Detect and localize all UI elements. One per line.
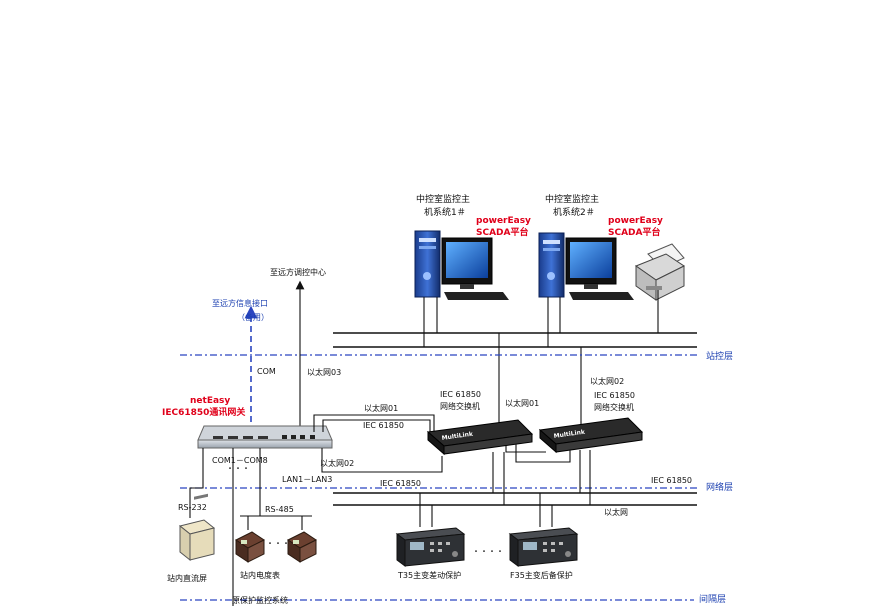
remote-backup-label: （备用） <box>237 312 269 322</box>
t35-label: T35主变差动保护 <box>397 570 461 580</box>
ethernet-03-label: 以太网03 <box>307 367 341 377</box>
iec-61850-network-right-label: IEC 61850 <box>651 476 692 485</box>
ethernet-001-label: 以太网01 <box>364 403 398 413</box>
ethernet-02-top-label: 以太网02 <box>590 376 624 386</box>
iec-61850-link-label: IEC 61850 <box>363 421 404 430</box>
meter-icon <box>287 531 317 563</box>
rs485-label: RS-485 <box>265 505 294 514</box>
f35-label: F35主变后备保护 <box>510 570 573 580</box>
remote-info-interface-label: 至远方信息接口 <box>212 298 268 308</box>
meters-label: 站内电度表 <box>240 570 280 580</box>
computer-tower-icon <box>414 230 441 298</box>
station-layer-label: 站控层 <box>706 350 733 362</box>
host-computer-1: 中控室监控主 机系统1＃ powerEasy SCADA平台 <box>414 193 531 300</box>
meter-icon <box>235 531 265 563</box>
relay-dots: ・・・・ <box>472 547 504 556</box>
host-1-platform-line2: SCADA平台 <box>476 226 529 238</box>
dc-screen: RS-232 站内直流屏 <box>167 448 216 583</box>
network-layer-label: 网络层 <box>706 481 733 493</box>
monitor-icon <box>441 237 493 289</box>
network-bus: IEC 61850 IEC 61850 以太网 <box>333 450 697 527</box>
host-2-platform-line1: powerEasy <box>608 216 663 226</box>
host-computer-2: 中控室监控主 机系统2＃ powerEasy SCADA平台 <box>538 193 663 300</box>
switch-2-line1: IEC 61850 <box>594 391 635 400</box>
remote-control-center-label: 至远方调控中心 <box>270 267 326 277</box>
gateway-lan-label: LAN1－LAN3 <box>282 475 332 484</box>
relay-icon <box>395 527 466 567</box>
ethernet-01-label: 以太网01 <box>505 398 539 408</box>
meter-dots: ・・・・ <box>266 539 298 548</box>
iec-61850-network-left-label: IEC 61850 <box>380 479 421 488</box>
switch-2-brand: MultiLink <box>553 429 586 440</box>
legacy-protection-system: 原保护监控系统 <box>232 448 288 606</box>
gateway-ports-dots: ・・・ <box>226 464 250 473</box>
ethernet-label: 以太网 <box>604 507 628 517</box>
keyboard-icon <box>569 292 634 300</box>
monitor-icon <box>565 237 617 289</box>
protection-relay-f35: F35主变后备保护 <box>508 527 579 580</box>
host-2-platform-line2: SCADA平台 <box>608 226 661 238</box>
gateway-ports-label: COM1－COM8 <box>212 456 268 465</box>
relay-icon <box>508 527 579 567</box>
remote-info-interface-link: 至远方信息接口 （备用） COM <box>212 298 276 432</box>
keyboard-icon <box>444 292 509 300</box>
gateway-ethernet-links: 以太网01 IEC 61850 以太网02 <box>313 403 443 473</box>
station-bus <box>333 290 697 432</box>
host-1-title-line1: 中控室监控主 <box>416 193 470 205</box>
ethernet-02-lower-label: 以太网02 <box>320 458 354 468</box>
gateway: netEasy IEC61850通讯网关 COM1－COM8 ・・・ LAN1－… <box>162 396 333 484</box>
host-2-title-line1: 中控室监控主 <box>545 193 599 205</box>
switch-interconnect: 以太网01 <box>505 398 571 463</box>
gateway-name: netEasy <box>190 396 230 406</box>
computer-tower-icon <box>538 232 565 298</box>
dc-screen-label: 站内直流屏 <box>167 573 207 583</box>
host-2-title-line2: 机系统2＃ <box>553 206 595 218</box>
switch-1-line1: IEC 61850 <box>440 390 481 399</box>
host-1-title-line2: 机系统1＃ <box>424 206 466 218</box>
printer-icon <box>634 243 685 301</box>
server-icon <box>178 493 216 562</box>
energy-meters: RS-485 ・・・・ 站内电度表 <box>235 448 317 580</box>
network-switch-2: 以太网02 IEC 61850 网络交换机 MultiLink <box>538 376 644 454</box>
switch-1-brand: MultiLink <box>441 431 474 442</box>
gateway-title: IEC61850通讯网关 <box>162 406 245 418</box>
rs232-label: RS-232 <box>178 503 207 512</box>
com-label: COM <box>257 367 276 376</box>
remote-control-center-link: 至远方调控中心 以太网03 <box>270 267 341 432</box>
network-switch-1: IEC 61850 网络交换机 MultiLink <box>426 390 534 456</box>
gateway-device-icon <box>197 425 333 449</box>
protection-relay-t35: T35主变差动保护 <box>395 527 466 580</box>
bay-layer-label: 间隔层 <box>699 593 726 605</box>
switch-1-line2: 网络交换机 <box>440 401 480 411</box>
switch-2-line2: 网络交换机 <box>594 402 634 412</box>
host-1-platform-line1: powerEasy <box>476 216 531 226</box>
protection-system-label: 原保护监控系统 <box>232 595 288 605</box>
